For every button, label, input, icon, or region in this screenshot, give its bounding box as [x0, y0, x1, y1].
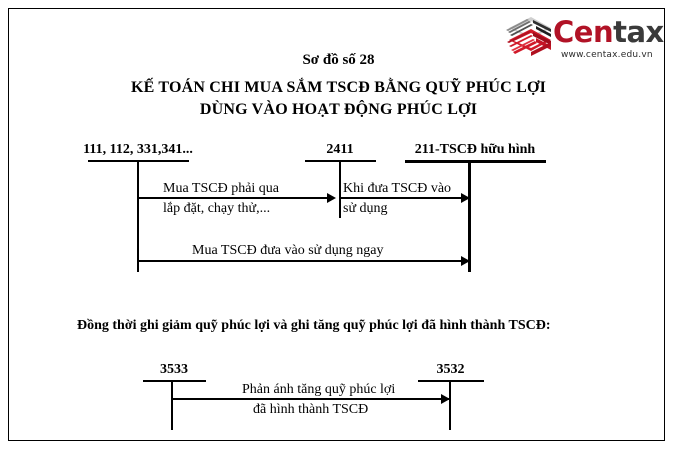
logo-word-secondary: tax — [613, 15, 664, 49]
logo-word-primary: Cen — [553, 15, 614, 49]
account-label-3532: 3532 — [436, 362, 465, 377]
account-stem-3532 — [449, 380, 451, 430]
flow-label-4-line-1: Phản ánh tăng quỹ phúc lợi — [242, 382, 396, 397]
figure-title-line-2: DÙNG VÀO HOẠT ĐỘNG PHÚC LỢI — [199, 101, 478, 118]
flow-label-2-line-2: sử dụng — [343, 201, 388, 216]
flow-label-1-line-2: lắp đặt, chạy thử,... — [163, 201, 271, 216]
account-rule-211 — [405, 160, 546, 163]
centax-logo: Centax www.centax.edu.vn — [505, 14, 665, 66]
figure-border — [8, 8, 665, 441]
account-label-2411: 2411 — [326, 142, 354, 157]
figure-number: Sơ đồ số 28 — [302, 52, 375, 68]
flow-line-1 — [137, 197, 333, 199]
flow-line-2 — [339, 197, 469, 199]
account-stem-3533 — [171, 380, 173, 430]
account-label-3533: 3533 — [160, 362, 188, 377]
flow-label-4-line-2: đã hình thành TSCĐ — [253, 402, 369, 417]
account-stem-2411 — [339, 160, 341, 218]
flow-arrow-4 — [441, 394, 450, 404]
flow-line-4 — [171, 398, 450, 400]
flow-label-1-line-1: Mua TSCĐ phải qua — [163, 181, 280, 196]
simultaneous-entry-note: Đồng thời ghi giảm quỹ phúc lợi và ghi t… — [77, 318, 551, 333]
account-stem-111 — [137, 160, 139, 272]
account-label-111: 111, 112, 331,341... — [83, 142, 193, 157]
flow-line-3 — [137, 260, 469, 262]
account-stem-211 — [468, 160, 471, 272]
flow-label-3: Mua TSCĐ đưa vào sử dụng ngay — [192, 243, 384, 258]
logo-website-url: www.centax.edu.vn — [561, 50, 653, 60]
centax-logo-wordmark: Centax — [553, 16, 665, 49]
flow-arrow-2 — [461, 193, 470, 203]
account-rule-3532 — [418, 380, 484, 382]
account-label-211: 211-TSCĐ hữu hình — [414, 142, 536, 157]
flow-arrow-3 — [461, 256, 470, 266]
figure-title-line-1: KẾ TOÁN CHI MUA SẮM TSCĐ BẰNG QUỸ PHÚC L… — [130, 79, 547, 96]
centax-logo-mark — [506, 17, 551, 56]
account-rule-3533 — [143, 380, 206, 382]
flow-label-2-line-1: Khi đưa TSCĐ vào — [343, 181, 452, 196]
flow-arrow-1 — [327, 193, 336, 203]
